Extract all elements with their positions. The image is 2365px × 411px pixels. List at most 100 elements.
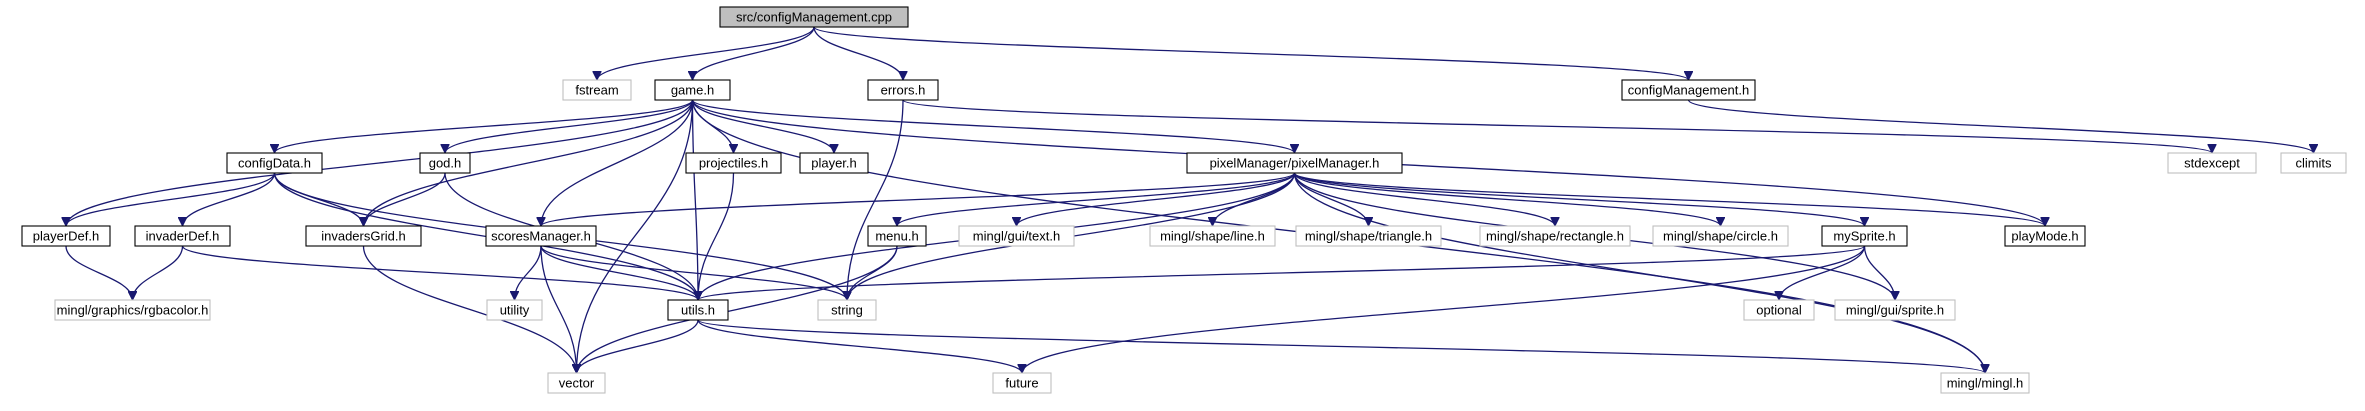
node-label-player: player.h [811, 156, 857, 171]
edge-game-to-scoresManager [541, 99, 694, 226]
node-box-menu [867, 225, 927, 247]
node-errors[interactable]: errors.h [867, 79, 939, 101]
node-box-optional [1743, 299, 1815, 321]
edge-menu-to-vector [577, 245, 898, 373]
edge-configMgmtH-to-climits [1687, 99, 2314, 154]
node-label-configMgmtH: configManagement.h [1628, 83, 1749, 98]
node-box-rectangle [1479, 225, 1631, 247]
node-box-utils [667, 299, 729, 321]
node-playMode[interactable]: playMode.h [2004, 225, 2086, 247]
edge-game-to-invadersGrid [364, 99, 694, 226]
edge-configData-to-invaderDef [183, 172, 276, 227]
node-box-pixelManager [1186, 152, 1403, 174]
edge-invaderDef-to-rgbacolor [133, 245, 184, 301]
node-label-future: future [1005, 376, 1038, 391]
nodes-layer: src/configManagement.cpp fstream game.h err… [21, 6, 2347, 394]
node-label-utility: utility [500, 303, 530, 318]
node-game[interactable]: game.h [654, 79, 731, 101]
node-box-utility [486, 299, 543, 321]
node-god[interactable]: god.h [419, 152, 471, 174]
node-label-vector: vector [559, 376, 595, 391]
node-fstream: fstream [562, 79, 632, 101]
node-box-invadersGrid [305, 225, 422, 247]
node-invaderDef[interactable]: invaderDef.h [134, 225, 231, 247]
edge-god-to-invadersGrid [364, 172, 446, 227]
node-utils[interactable]: utils.h [667, 299, 729, 321]
node-triangle: mingl/shape/triangle.h [1295, 225, 1442, 247]
node-box-circle [1652, 225, 1789, 247]
node-pixelManager[interactable]: pixelManager/pixelManager.h [1186, 152, 1403, 174]
node-projectiles[interactable]: projectiles.h [685, 152, 782, 174]
edge-scoresManager-to-vector [540, 245, 577, 373]
node-label-configData: configData.h [238, 156, 311, 171]
node-line: mingl/shape/line.h [1149, 225, 1276, 247]
node-box-errors [867, 79, 939, 101]
edge-mySprite-to-optional [1779, 245, 1866, 301]
node-playerDef[interactable]: playerDef.h [21, 225, 111, 247]
edge-game-to-utils [691, 99, 699, 300]
node-box-configMgmtH [1621, 79, 1756, 101]
edge-root-to-fstream [597, 26, 815, 81]
node-label-triangle: mingl/shape/triangle.h [1305, 229, 1432, 244]
edge-game-to-configData [275, 99, 694, 154]
edge-mySprite-to-sprite [1863, 245, 1896, 301]
edge-scoresManager-to-utility [515, 245, 542, 301]
node-string: string [817, 299, 877, 321]
node-label-pixelManager: pixelManager/pixelManager.h [1210, 156, 1380, 171]
node-label-fstream: fstream [575, 83, 618, 98]
node-label-climits: climits [2295, 156, 2332, 171]
node-player[interactable]: player.h [799, 152, 869, 174]
node-utility: utility [486, 299, 543, 321]
node-box-invaderDef [134, 225, 231, 247]
node-box-playMode [2004, 225, 2086, 247]
node-box-player [799, 152, 869, 174]
edge-utils-to-future [697, 319, 1022, 374]
node-text: mingl/gui/text.h [958, 225, 1075, 247]
node-label-circle: mingl/shape/circle.h [1663, 229, 1778, 244]
node-label-projectiles: projectiles.h [699, 156, 768, 171]
edge-pixelManager-to-mySprite [1293, 172, 1865, 227]
edge-scoresManager-to-utils [540, 245, 698, 301]
node-label-game: game.h [671, 83, 714, 98]
node-configData[interactable]: configData.h [226, 152, 323, 174]
edge-errors-to-string [847, 99, 904, 300]
node-label-optional: optional [1756, 303, 1802, 318]
node-invadersGrid[interactable]: invadersGrid.h [305, 225, 422, 247]
node-box-god [419, 152, 471, 174]
node-scoresManager[interactable]: scoresManager.h [485, 225, 597, 247]
node-label-playerDef: playerDef.h [33, 229, 99, 244]
edge-root-to-errors [813, 26, 903, 81]
edge-pixelManager-to-playMode [1293, 172, 2046, 227]
edge-pixelManager-to-menu [897, 172, 1296, 227]
node-label-mySprite: mySprite.h [1833, 229, 1895, 244]
node-box-fstream [562, 79, 632, 101]
edge-scoresManager-to-string [540, 245, 847, 301]
node-box-stdexcept [2167, 152, 2257, 174]
node-stdexcept: stdexcept [2167, 152, 2257, 174]
node-box-mySprite [1821, 225, 1908, 247]
node-box-root [719, 6, 909, 28]
node-configMgmtH[interactable]: configManagement.h [1621, 79, 1756, 101]
edge-invadersGrid-to-vector [362, 245, 577, 373]
node-box-triangle [1295, 225, 1442, 247]
node-future: future [992, 372, 1052, 394]
node-box-climits [2280, 152, 2347, 174]
edge-game-to-vector [577, 99, 694, 373]
edge-configData-to-playerDef [66, 172, 276, 227]
node-label-string: string [831, 303, 863, 318]
edge-game-to-pixelManager [691, 99, 1295, 154]
node-menu[interactable]: menu.h [867, 225, 927, 247]
node-box-mingl [1940, 372, 2030, 394]
node-mySprite[interactable]: mySprite.h [1821, 225, 1908, 247]
node-root[interactable]: src/configManagement.cpp [719, 6, 909, 28]
node-label-text: mingl/gui/text.h [973, 229, 1060, 244]
edge-root-to-game [693, 26, 815, 81]
node-box-playerDef [21, 225, 111, 247]
edge-pixelManager-to-rectangle [1293, 172, 1556, 227]
edge-game-to-playerDef [66, 99, 694, 227]
node-climits: climits [2280, 152, 2347, 174]
edge-pixelManager-to-mingl [1293, 172, 1986, 373]
node-box-string [817, 299, 877, 321]
node-label-invaderDef: invaderDef.h [146, 229, 220, 244]
